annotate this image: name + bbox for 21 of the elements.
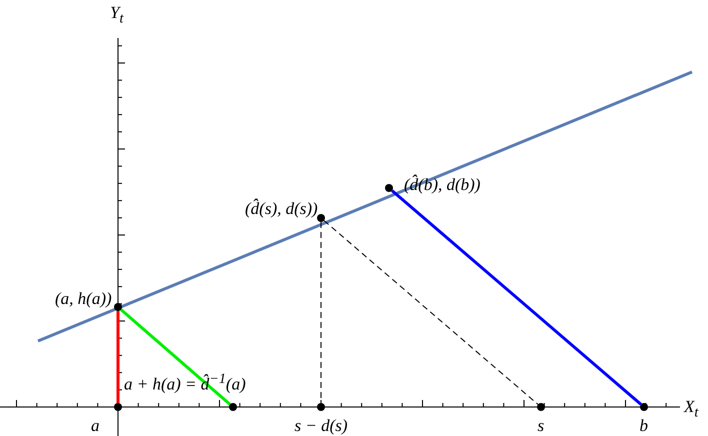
point-marker (640, 403, 648, 411)
point-marker (317, 214, 325, 222)
point-marker (114, 403, 122, 411)
point-marker (385, 184, 393, 192)
point-label: b (640, 417, 648, 434)
point-label: a (91, 417, 100, 434)
line-segment (120, 308, 231, 406)
axis-label: Y$_{t}$ (110, 4, 124, 26)
line-segment (116, 311, 120, 403)
point-label: (d̂(s), d(s)) (245, 200, 318, 217)
dashed-line (324, 220, 538, 405)
point-label: s − d(s) (294, 417, 348, 434)
point-marker (114, 303, 122, 311)
point-label: s (538, 417, 544, 434)
point-marker (317, 403, 325, 411)
point-marker (229, 403, 237, 411)
point-label: (a, h(a)) (55, 290, 112, 307)
line-segment (391, 189, 642, 406)
axis-label: X$_{t}$ (684, 398, 698, 420)
dashed-line (320, 222, 322, 404)
point-marker (537, 403, 545, 411)
